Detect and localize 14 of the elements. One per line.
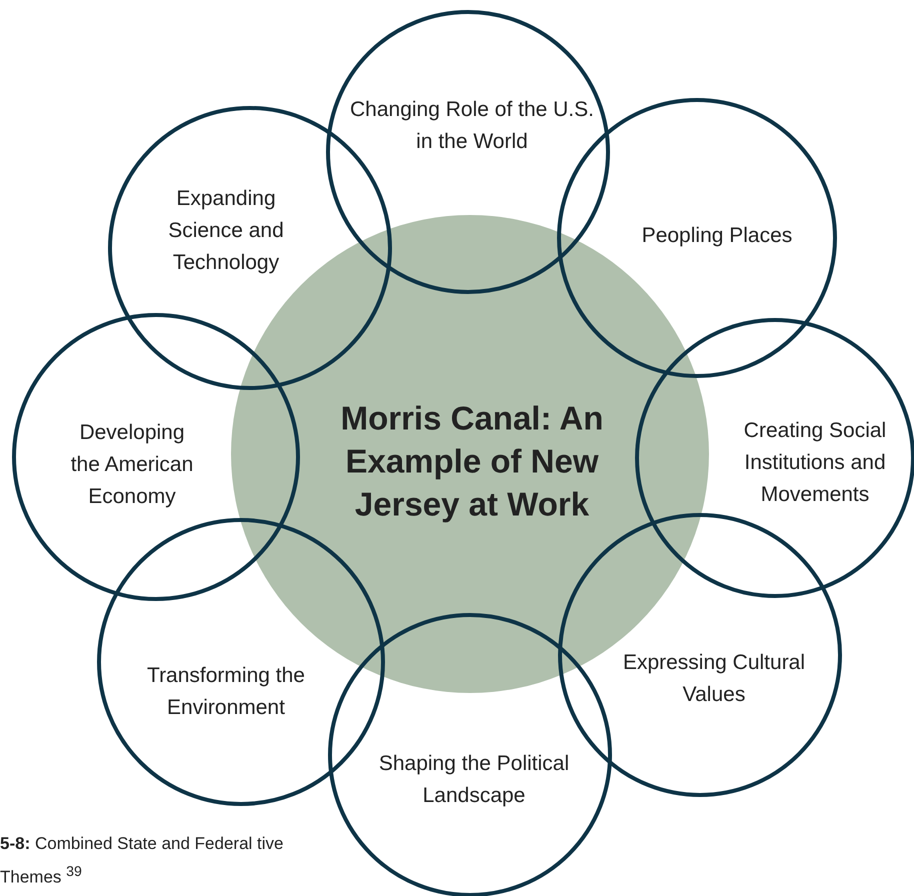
figure-caption: 5-8: Combined State and Federal tive Themes $^{39}$ — [0, 833, 284, 889]
theme-label: Expressing Cultural Values — [622, 650, 806, 708]
theme-label: Expanding Science and Technology — [167, 186, 285, 276]
theme-circle — [635, 318, 914, 598]
theme-label: Developing the American Economy — [70, 420, 194, 510]
theme-label: Changing Role of the U.S. in the World — [349, 97, 595, 155]
theme-label: Peopling Places — [640, 223, 794, 249]
theme-label: Shaping the Political Landscape — [378, 751, 570, 809]
central-title: Morris Canal: An Example of New Jersey at Work — [340, 398, 604, 524]
theme-label: Creating Social Institutions and Movements — [742, 418, 888, 508]
theme-circle — [12, 313, 300, 601]
theme-label: Transforming the Environment — [146, 663, 306, 721]
theme-circle — [328, 613, 612, 896]
theme-circle — [326, 10, 610, 294]
